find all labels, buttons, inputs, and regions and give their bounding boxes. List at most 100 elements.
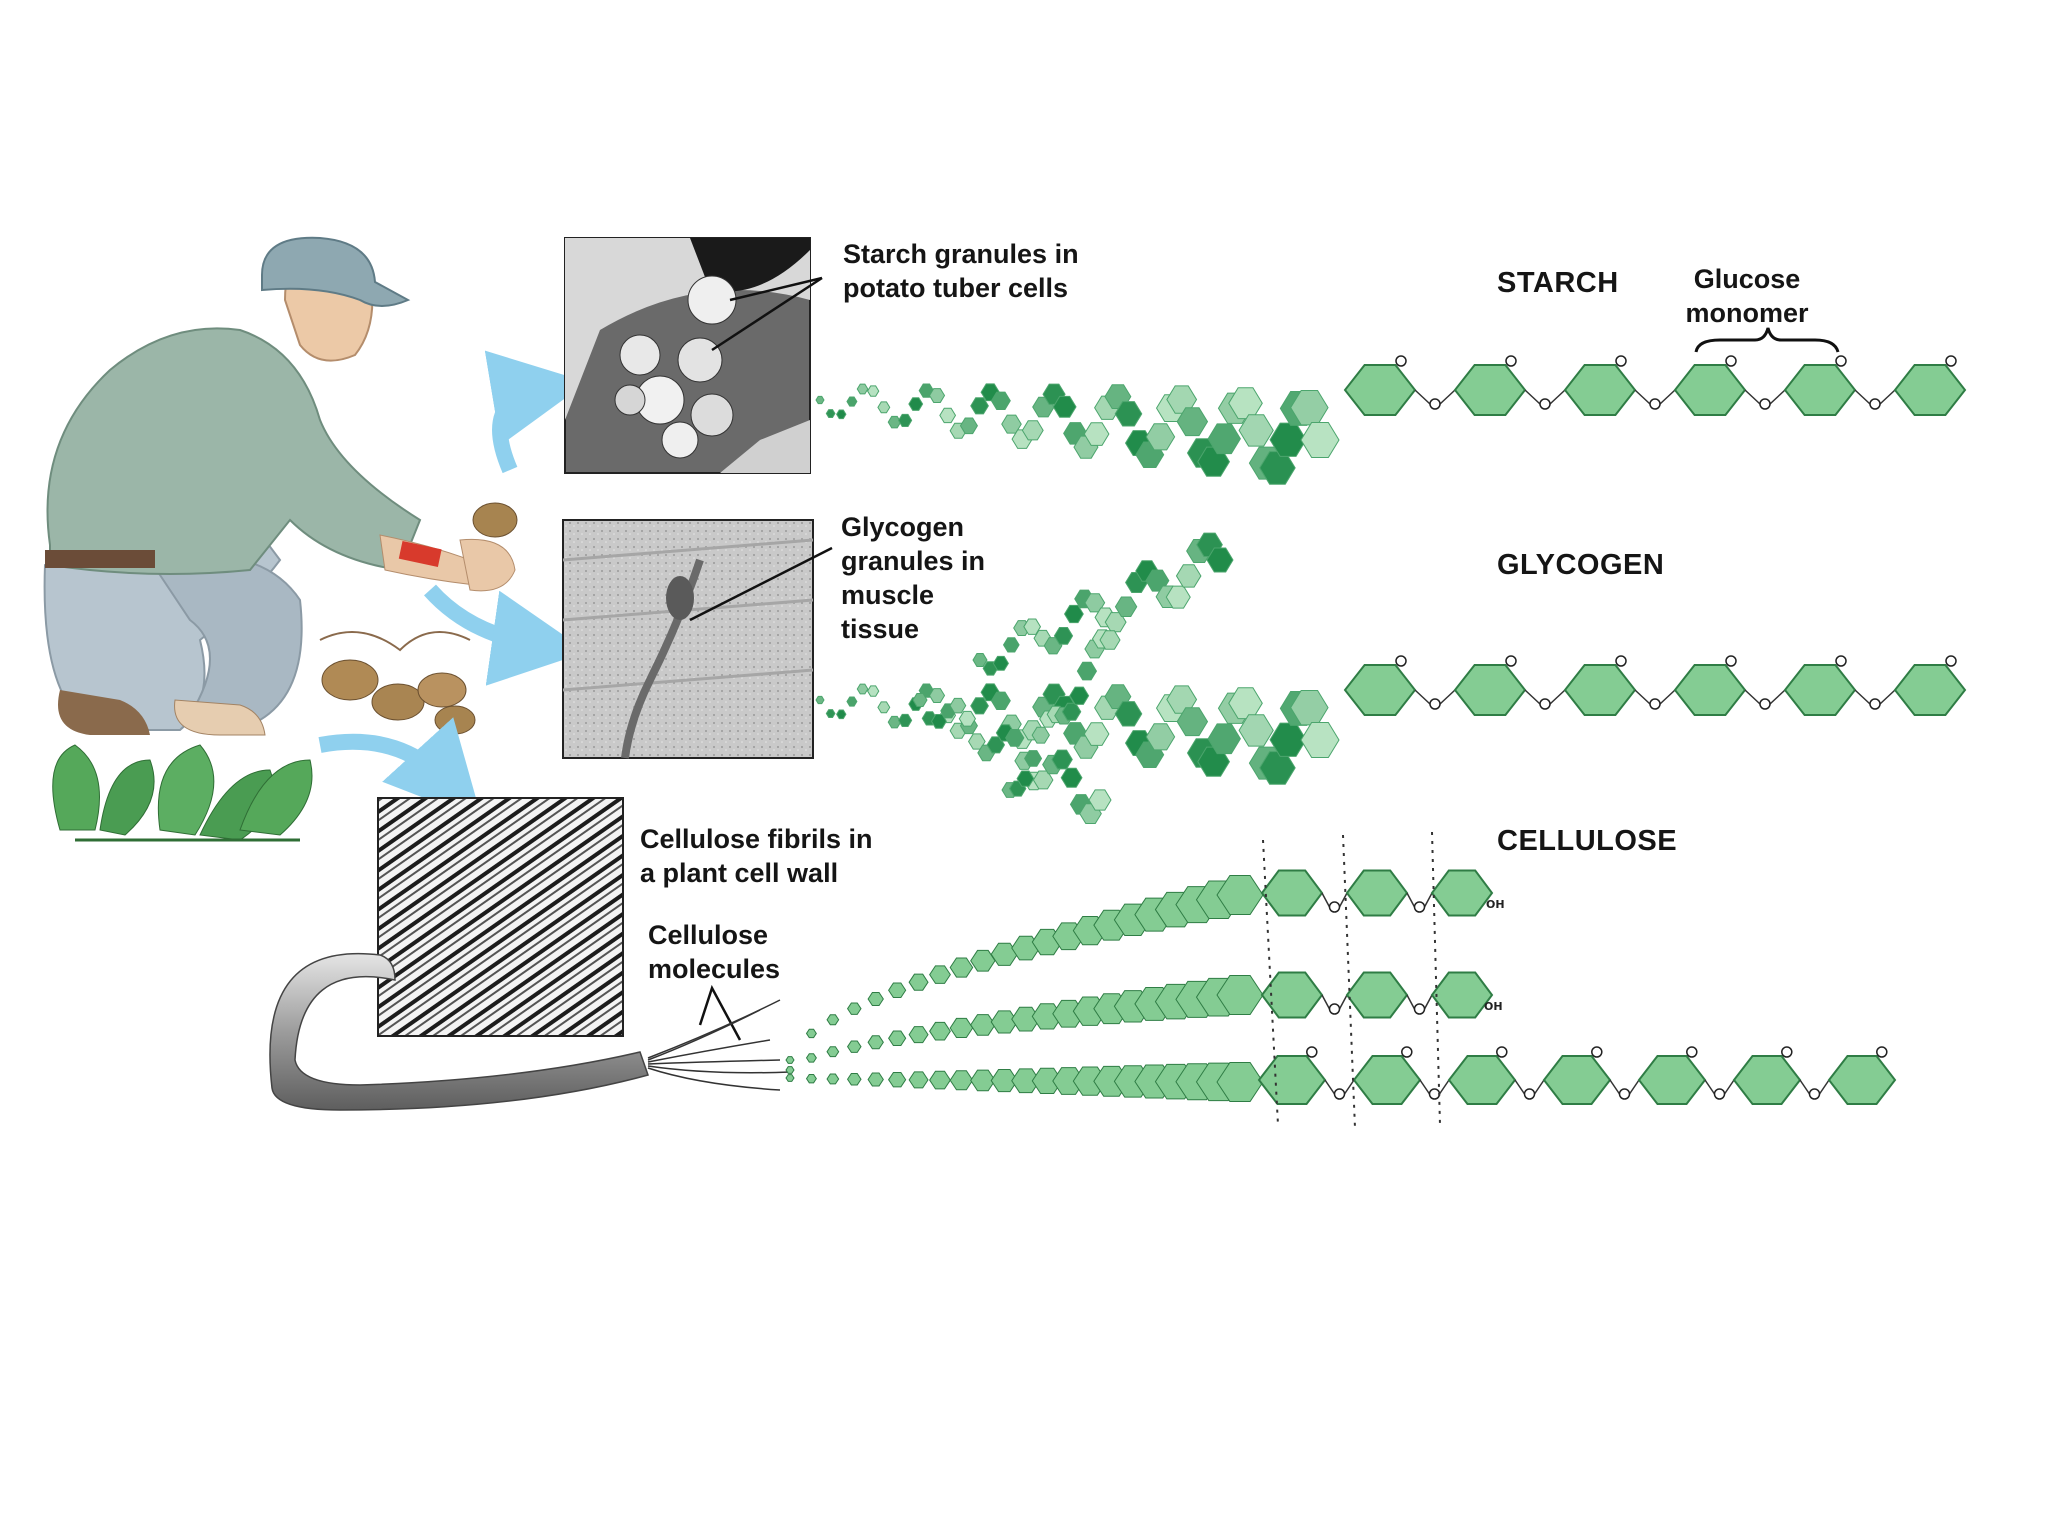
glucose-bead [1238,414,1274,447]
glucose-ring [1447,1055,1517,1105]
glucose-bead [867,1035,884,1050]
glucose-bead [1005,728,1025,747]
oxygen-atom [1591,1046,1603,1058]
cellulose-strands [785,869,1897,1105]
glucose-bead [867,385,880,397]
glucose-bead [1176,707,1209,737]
glucose-bead [1228,687,1263,720]
potato-icon [321,659,379,701]
glucose-bead [970,1014,996,1036]
glucose-bead [897,413,913,427]
oxygen-atom [1876,1046,1888,1058]
glucose-bead [1069,686,1090,705]
glucose-bead [826,1073,840,1085]
glucose-bead [867,1072,884,1087]
potato-icon [472,502,518,538]
glucose-ring [1673,364,1747,416]
glucose-ring [1783,364,1857,416]
oxygen-atom [1306,1046,1318,1058]
glucose-bead [1023,618,1042,635]
oxygen-atom [1945,655,1957,667]
glucose-bead [1197,446,1231,477]
glucose-bead [1061,702,1082,721]
glucose-bead [1114,401,1143,427]
glucose-bead [1175,564,1202,588]
glucose-bead [825,709,836,719]
glucose-bead [846,1073,862,1086]
glucose-bead [1052,395,1077,418]
glucose-bead [930,714,947,729]
glucose-bead [928,688,946,703]
oxygen-atom [1649,398,1661,410]
glucose-bead [992,655,1009,671]
glucose-bead [928,388,946,403]
glucose-bead [990,391,1011,410]
glucose-bead [846,396,858,407]
glucose-bead [1176,407,1209,437]
glucose-bead [912,693,928,707]
glucose-ring [1453,364,1527,416]
oxygen-atom [1333,1088,1346,1100]
glucose-ring [1542,1055,1612,1105]
oxygen-atom [1615,355,1627,367]
glucose-bead [1259,451,1296,485]
glucose-bead [888,982,907,998]
glucose-bead [888,1071,907,1088]
glucose-bead [785,1066,795,1074]
glucose-bead [1166,685,1198,714]
oxygen-atom [1496,1046,1508,1058]
glucose-ring [1673,664,1747,716]
glucose-ring [1257,1055,1327,1105]
glucose-bead [949,697,967,714]
glucose-bead [805,1073,817,1084]
glucose-bead [1207,423,1241,455]
glucose-bead [856,683,869,695]
glucose-bead [1024,750,1043,767]
glucose-ring [1732,1055,1802,1105]
glucose-bead [1099,630,1121,650]
cellulose-title: CELLULOSE [1497,825,1678,857]
farmer-kneeling-icon [43,236,518,736]
starch-micrograph [564,237,811,474]
hydroxyl-label: OH [1484,1000,1503,1013]
oxygen-atom [1401,1046,1413,1058]
glucose-bead [949,1017,974,1039]
glucose-bead [908,397,924,411]
glucose-bead [1051,749,1073,770]
glucose-bead [887,715,902,729]
glucose-bead [846,696,858,707]
spinach-plant-icon [52,744,313,842]
glucose-bead [888,1030,907,1047]
oxygen-atom [1649,698,1661,710]
oxygen-atom [1328,901,1341,913]
oxygen-atom [1413,1003,1426,1015]
source-arrows [318,350,588,821]
glucose-bead [846,1002,862,1015]
glucose-bead [972,653,988,667]
glucose-bead [867,992,884,1006]
oxygen-atom [1539,698,1551,710]
oxygen-atom [1618,1088,1631,1100]
glucose-bead [959,417,978,435]
glucose-bead [908,1026,929,1044]
glucose-bead [949,957,974,978]
glucose-bead [1063,604,1084,624]
glucose-bead [1032,770,1054,790]
potato-pile [319,631,476,735]
glucose-ring [1893,664,1967,716]
glucose-bead [846,1040,862,1053]
oxygen-atom [1759,698,1771,710]
glucose-bead [1145,423,1176,451]
glycogen-branched-coil [815,532,1967,825]
glycogen-title: GLYCOGEN [1497,549,1665,581]
glucose-bead [1145,723,1176,751]
glucose-bead [815,695,825,705]
glucose-bead [1206,547,1234,573]
glucose-bead [826,1014,840,1026]
glucose-ring [1345,971,1409,1019]
glucose-bead [856,383,869,395]
hydrogen-bonds [1262,831,1441,1129]
potato-icon [371,683,425,721]
